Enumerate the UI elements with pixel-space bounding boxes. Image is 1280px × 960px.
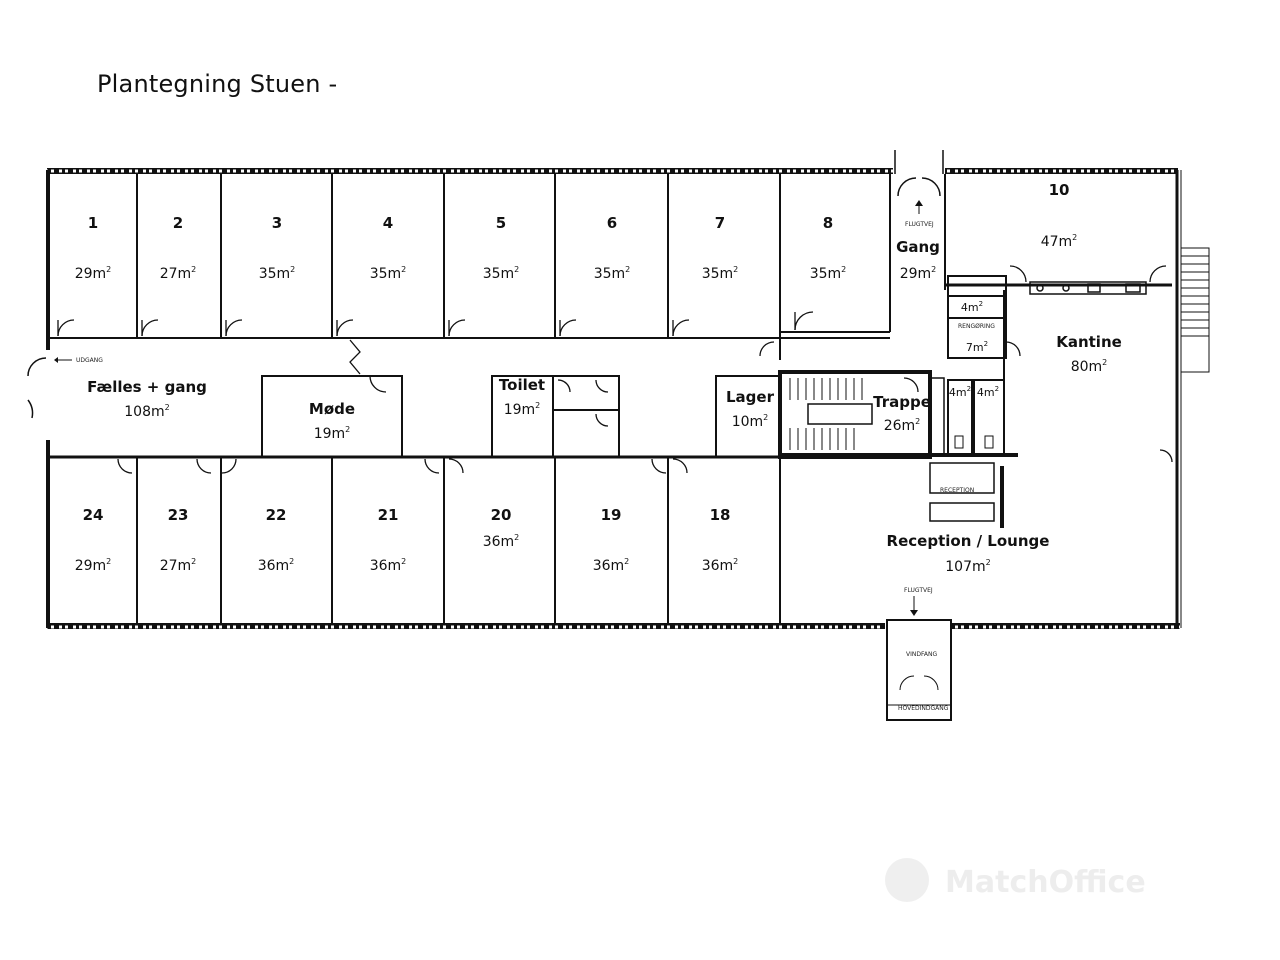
left-exit-door: [27, 357, 72, 419]
room-area-3: 35m2: [259, 265, 296, 282]
room-area-trappe: 26m2: [884, 417, 921, 434]
watermark: MatchOffice: [885, 858, 1146, 902]
room-number-5: 5: [496, 214, 506, 232]
room-number-24: 24: [83, 506, 104, 524]
room-number-19: 19: [601, 506, 622, 524]
page-title: Plantegning Stuen -: [97, 70, 338, 98]
room-area-8: 35m2: [810, 265, 847, 282]
room-number-23: 23: [168, 506, 189, 524]
room-name-toilet: Toilet: [499, 376, 545, 394]
small-area-s4b: 4m2: [949, 385, 971, 399]
kitchen-counter: [1029, 281, 1147, 295]
exit-left-label: UDGANG: [76, 357, 103, 364]
watermark-text: MatchOffice: [945, 865, 1146, 900]
room-name-gang: Gang: [896, 238, 940, 256]
room-area-lager: 10m2: [732, 413, 769, 430]
room-number-10: 10: [1049, 181, 1070, 199]
room-number-21: 21: [378, 506, 399, 524]
room-number-8: 8: [823, 214, 833, 232]
reception-desk-label: RECEPTION: [940, 487, 974, 494]
room-area-7: 35m2: [702, 265, 739, 282]
small-area-s4c: 4m2: [977, 385, 999, 399]
door-swings: [57, 265, 1173, 474]
room-area-1: 29m2: [75, 265, 112, 282]
room-name-kantine: Kantine: [1056, 333, 1122, 351]
room-area-kantine: 80m2: [1071, 358, 1108, 375]
room-name-reception: Reception / Lounge: [887, 532, 1050, 550]
room-area-19: 36m2: [593, 557, 630, 574]
windbreak-label: VINDFANG: [906, 651, 937, 658]
room-area-2: 27m2: [160, 265, 197, 282]
room-number-3: 3: [272, 214, 282, 232]
room-area-23: 27m2: [160, 557, 197, 574]
outer-walls: [46, 168, 1182, 629]
room-area-22: 36m2: [258, 557, 295, 574]
partitions-top: [136, 174, 1172, 360]
room-number-2: 2: [173, 214, 183, 232]
room-area-5: 35m2: [483, 265, 520, 282]
small-area-s7: 7m2: [966, 340, 988, 354]
room-number-20: 20: [491, 506, 512, 524]
room-area-4: 35m2: [370, 265, 407, 282]
room-area-mode: 19m2: [314, 425, 351, 442]
wc-block: [947, 275, 1007, 456]
entrance-vestibule: [886, 596, 952, 721]
reception-desk: [929, 462, 1004, 528]
room-area-faelles: 108m2: [124, 403, 169, 420]
core-rooms: [261, 370, 945, 459]
room-number-22: 22: [266, 506, 287, 524]
entrance-label: HOVEDINDGANG: [898, 705, 949, 712]
cleaning-label: RENGØRING: [958, 323, 995, 330]
small-area-s4a: 4m2: [961, 300, 983, 314]
room-name-trappe: Trappe: [873, 393, 931, 411]
room-number-7: 7: [715, 214, 725, 232]
room-area-21: 36m2: [370, 557, 407, 574]
small-area-labels: 4m2 7m2 4m2 4m2: [949, 300, 999, 399]
room-area-18: 36m2: [702, 557, 739, 574]
room-number-6: 6: [607, 214, 617, 232]
room-area-reception: 107m2: [945, 558, 990, 575]
room-name-mode: Møde: [309, 400, 355, 418]
room-area-gang: 29m2: [900, 265, 937, 282]
room-area-6: 35m2: [594, 265, 631, 282]
room-labels: 129m2227m2335m2435m2535m2635m2735m2835m2…: [75, 181, 1078, 574]
room-number-1: 1: [88, 214, 98, 232]
room-number-4: 4: [383, 214, 393, 232]
room-area-toilet: 19m2: [504, 401, 541, 418]
room-area-20: 36m2: [483, 533, 520, 550]
room-name-lager: Lager: [726, 388, 775, 406]
room-area-24: 29m2: [75, 557, 112, 574]
room-area-10: 47m2: [1041, 233, 1078, 250]
gang-exit: [894, 150, 944, 214]
exit-bottom-label: FLUGTVEJ: [904, 587, 933, 594]
room-name-faelles: Fælles + gang: [87, 378, 207, 396]
exterior-stairs: [1180, 247, 1210, 373]
room-number-18: 18: [710, 506, 731, 524]
partitions-bottom: [136, 457, 781, 623]
exit-top-label: FLUGTVEJ: [905, 221, 934, 228]
